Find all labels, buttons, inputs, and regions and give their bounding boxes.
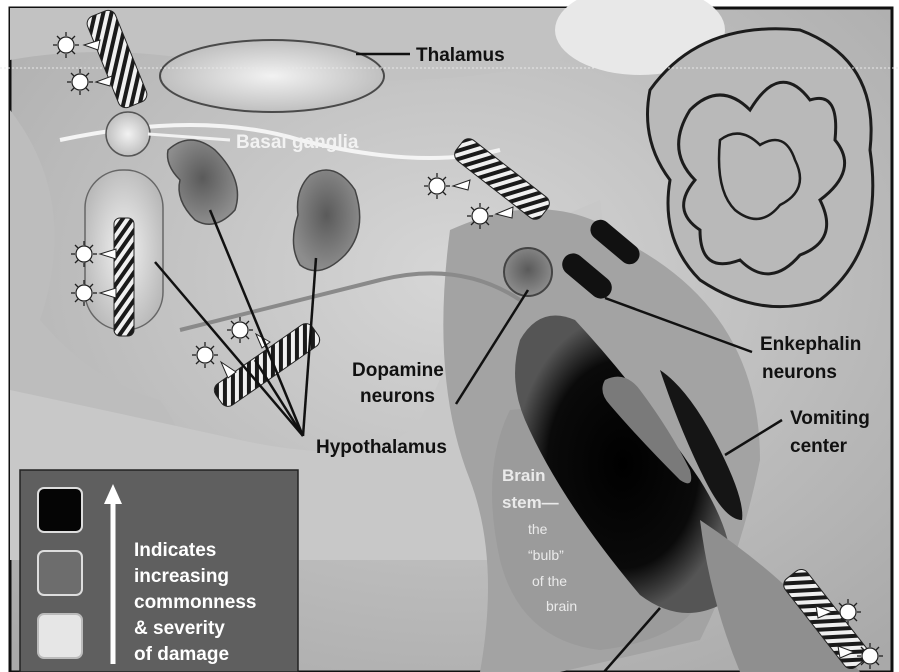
- label-dopamine-line1: Dopamine: [352, 360, 444, 381]
- legend-swatch-moderate: [38, 551, 82, 595]
- label-dopamine-line2: neurons: [360, 386, 435, 407]
- label-enkephalin-line2: neurons: [762, 362, 837, 383]
- label-basal-ganglia: Basal ganglia: [236, 132, 359, 153]
- label-brain-stem-line5: of the: [532, 573, 567, 589]
- label-brain-stem-line1: Brain: [502, 466, 545, 485]
- label-vomiting-line2: center: [790, 436, 848, 457]
- label-brain-stem-line4: “bulb”: [528, 547, 564, 563]
- legend-panel: Indicates increasing commonness & severi…: [20, 470, 298, 672]
- lesion-bar-left-vertical: [114, 218, 134, 336]
- legend-line2: increasing: [134, 566, 229, 587]
- basal-ganglia-structure: [106, 112, 150, 156]
- label-vomiting-line1: Vomiting: [790, 408, 870, 429]
- legend-line4: & severity: [134, 618, 225, 639]
- label-hypothalamus: Hypothalamus: [316, 437, 447, 458]
- legend-line1: Indicates: [134, 540, 216, 561]
- label-brain-stem-line2: stem—: [502, 493, 559, 512]
- legend-line5: of damage: [134, 644, 229, 665]
- legend-line3: commonness: [134, 592, 256, 613]
- legend-swatch-mild: [38, 614, 82, 658]
- label-brain-stem-line6: brain: [546, 598, 577, 614]
- label-thalamus: Thalamus: [416, 45, 505, 66]
- dopamine-neurons-structure: [504, 248, 552, 296]
- thalamus-structure: [160, 40, 384, 112]
- label-brain-stem-line3: the: [528, 521, 548, 537]
- legend-swatch-severe: [38, 488, 82, 532]
- label-enkephalin-line1: Enkephalin: [760, 334, 861, 355]
